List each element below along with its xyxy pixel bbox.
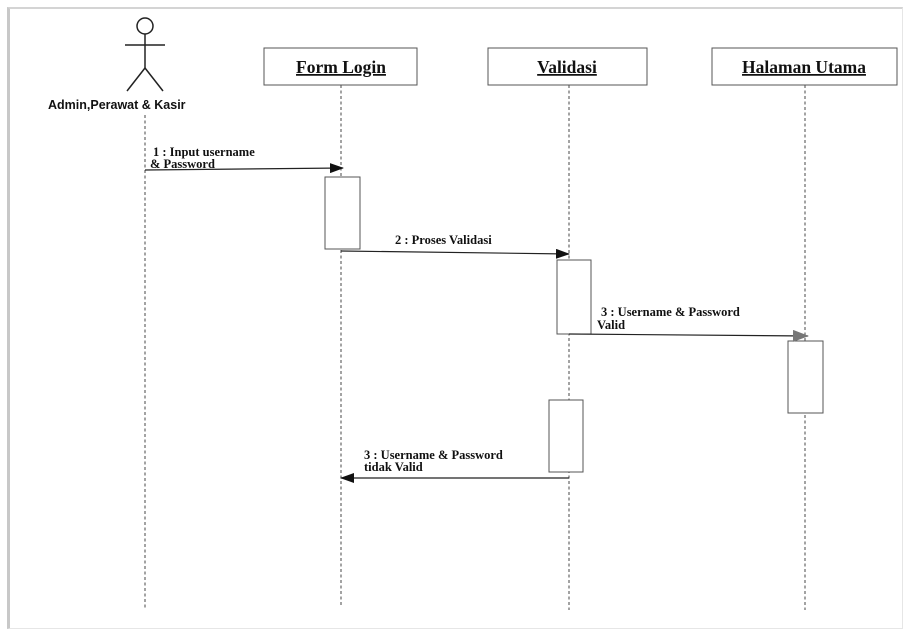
- object-validasi: Validasi: [487, 47, 648, 86]
- message-3-valid-label-line2: Valid: [597, 318, 625, 332]
- activation-halaman-utama: [787, 340, 824, 414]
- message-3-invalid-label-line2: tidak Valid: [364, 460, 423, 474]
- diagram-frame: [7, 7, 903, 629]
- object-form-login: Form Login: [263, 47, 418, 86]
- object-form-login-label: Form Login: [296, 57, 386, 77]
- message-1-label-line2: & Password: [150, 157, 215, 171]
- message-arrow-1: [144, 163, 344, 174]
- message-1-label-line1: 1 : Input username: [153, 145, 255, 159]
- object-halaman-utama: Halaman Utama: [711, 47, 898, 86]
- actor-label: Admin,Perawat & Kasir: [48, 98, 186, 112]
- message-3-valid-label-line1: 3 : Username & Password: [601, 305, 740, 319]
- object-halaman-utama-label: Halaman Utama: [742, 57, 866, 77]
- activation-form-login: [324, 176, 361, 250]
- object-validasi-label: Validasi: [537, 57, 597, 77]
- actor-stick-figure-icon: [125, 17, 165, 92]
- activation-validasi-1: [556, 259, 592, 335]
- activation-validasi-2: [548, 399, 584, 473]
- message-arrow-3-valid: [568, 329, 809, 342]
- message-arrow-2: [340, 248, 570, 259]
- message-2-label: 2 : Proses Validasi: [395, 233, 492, 247]
- message-3-invalid-label-line1: 3 : Username & Password: [364, 448, 503, 462]
